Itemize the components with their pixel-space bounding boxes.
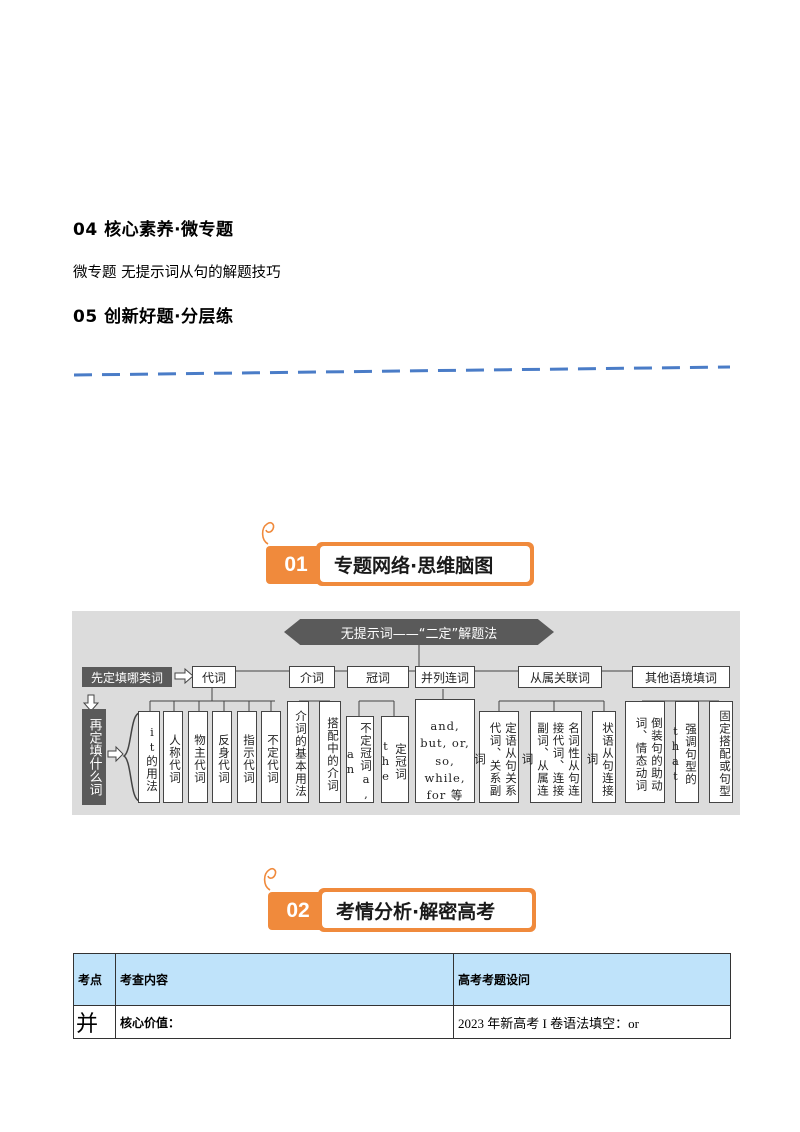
- leaf-possessive-pronoun: 物主代词: [188, 711, 208, 803]
- header-exam-questions: 高考考题设问: [453, 953, 731, 1006]
- leaf-it-usage: it的用法: [138, 711, 160, 803]
- leaf-definite-article: 定冠词the: [378, 716, 409, 803]
- header-exam-point: 考点: [73, 953, 116, 1006]
- category-pronoun: 代词: [192, 666, 236, 688]
- leaf-prep-basic: 介词的基本用法: [287, 701, 309, 803]
- cell-exam-point: 并: [73, 1005, 116, 1039]
- exam-analysis-table: 考点 考查内容 高考考题设问 并 核心价值： 2023 年新高考 I 卷语法填空…: [73, 953, 731, 1039]
- header-content: 考查内容: [115, 953, 454, 1006]
- leaf-fixed-collocation: 固定搭配或句型: [709, 701, 733, 803]
- leaf-emphatic-that: 强调句型的that: [668, 701, 699, 803]
- leaf-indefinite-pronoun: 不定代词: [261, 711, 281, 803]
- leaf-reflexive-pronoun: 反身代词: [212, 711, 232, 803]
- micro-topic-line: 微专题 无提示词从句的解题技巧: [73, 265, 281, 281]
- step-two-label: 再定填什么词: [82, 709, 106, 805]
- mind-map: 无提示词——“二定”解题法 先定填哪类词 再定填什么词 代词 介词 冠词 并列连…: [72, 611, 740, 815]
- cell-exam-question: 2023 年新高考 I 卷语法填空：or: [453, 1005, 731, 1039]
- table-row: 并 核心价值： 2023 年新高考 I 卷语法填空：or: [73, 1005, 731, 1039]
- dashed-divider: [74, 365, 730, 377]
- category-preposition: 介词: [289, 666, 335, 688]
- banner-title: 专题网络·思维脑图: [320, 546, 530, 582]
- banner-01: 01 专题网络·思维脑图: [261, 522, 536, 588]
- leaf-inversion-aux: 倒装句的助动词、情态动词: [625, 701, 665, 803]
- banner-title: 考情分析·解密高考: [322, 892, 532, 928]
- cell-content: 核心价值：: [115, 1005, 454, 1039]
- leaf-noun-clause-words: 名词性从句连接代词、连接副词、从属连词: [520, 711, 582, 803]
- category-subordinator: 从属关联词: [518, 666, 602, 688]
- leaf-demonstrative-pronoun: 指示代词: [237, 711, 257, 803]
- paperclip-icon: [261, 522, 275, 545]
- paperclip-icon: [263, 868, 277, 891]
- leaf-prep-collocation: 搭配中的介词: [319, 701, 341, 803]
- category-article: 冠词: [347, 666, 409, 688]
- banner-02: 02 考情分析·解密高考: [263, 868, 538, 934]
- category-coord-conj: 并列连词: [415, 666, 475, 688]
- section-05-title: 05 创新好题·分层练: [73, 307, 234, 327]
- section-04-title: 04 核心素养·微专题: [73, 220, 234, 240]
- category-other: 其他语境填词: [632, 666, 730, 688]
- table-header-row: 考点 考查内容 高考考题设问: [73, 953, 731, 1006]
- leaf-indefinite-article: 不定冠词a, an: [343, 716, 374, 803]
- leaf-coord-conj-list: and, but, or, so, while, for 等: [415, 699, 475, 803]
- leaf-relative-words: 定语从句关系代词、关系副词: [473, 711, 519, 803]
- step-one-label: 先定填哪类词: [82, 667, 172, 687]
- leaf-personal-pronoun: 人称代词: [163, 711, 183, 803]
- leaf-adverbial-clause-words: 状语从句连接词: [585, 711, 616, 803]
- mind-map-title: 无提示词——“二定”解题法: [284, 619, 554, 645]
